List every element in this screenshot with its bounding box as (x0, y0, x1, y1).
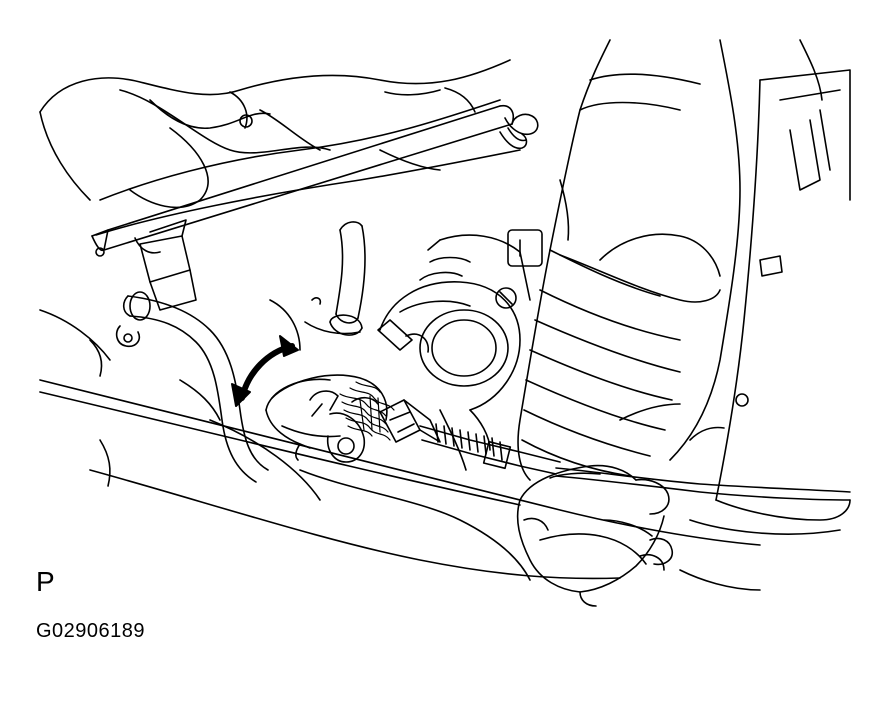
hand-icon (518, 466, 673, 606)
return-spring (340, 382, 394, 440)
lower-left-hose (117, 292, 268, 482)
figure-code: G02906189 (36, 620, 146, 642)
pipe-clip (500, 128, 527, 148)
accelerator-cable (420, 424, 850, 500)
throttle-body (378, 230, 542, 470)
misc-details (90, 150, 724, 486)
throttle-pulley (266, 375, 387, 462)
center-vertical-hose (305, 222, 365, 335)
engine-bay-outlines (40, 60, 760, 580)
right-body-panel (680, 40, 850, 590)
rotation-arrow-icon (231, 335, 299, 407)
intake-duct (518, 40, 740, 480)
upper-pipe (92, 106, 538, 310)
view-label: P (36, 566, 55, 597)
